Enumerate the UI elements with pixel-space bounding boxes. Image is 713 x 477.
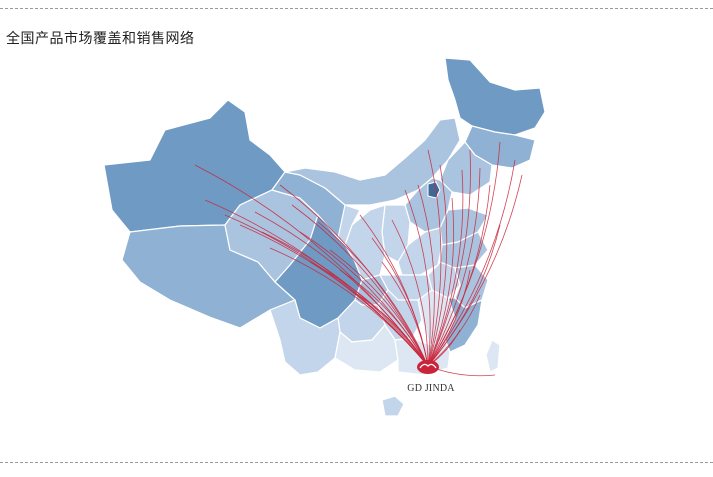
sales-route-line [269, 247, 429, 367]
sales-route-line [427, 149, 442, 367]
sales-route-line [404, 189, 431, 367]
sales-route-line [427, 197, 455, 367]
sales-route-line [427, 224, 501, 367]
region-heilongjiang [444, 57, 546, 136]
china-land-regions [103, 57, 546, 417]
hub-logo [417, 360, 439, 374]
region-hainan [381, 395, 405, 417]
sales-route-line [391, 219, 429, 367]
sales-route-line [427, 159, 516, 367]
sales-route-line [427, 169, 464, 367]
sales-route-line [427, 167, 481, 367]
hub-logo-badge [417, 360, 439, 374]
sales-route-line [417, 184, 435, 367]
sales-route-line [329, 249, 429, 367]
sales-route-line [381, 261, 429, 367]
page-title: 全国产品市场覆盖和销售网络 [6, 31, 195, 47]
sales-route-line [349, 289, 429, 367]
sales-route-line [427, 149, 471, 367]
top-dashed-divider [0, 8, 713, 9]
hub-brand-label: GD JINDA [407, 383, 455, 394]
sales-route-line [427, 141, 501, 367]
sales-route-line [427, 164, 448, 367]
sales-route-line [427, 269, 471, 367]
hub-logo-mark [419, 363, 437, 369]
sales-route-line [317, 221, 429, 367]
bottom-dashed-divider [0, 462, 713, 463]
region-taiwan [485, 339, 501, 373]
sales-route-line [339, 269, 429, 367]
